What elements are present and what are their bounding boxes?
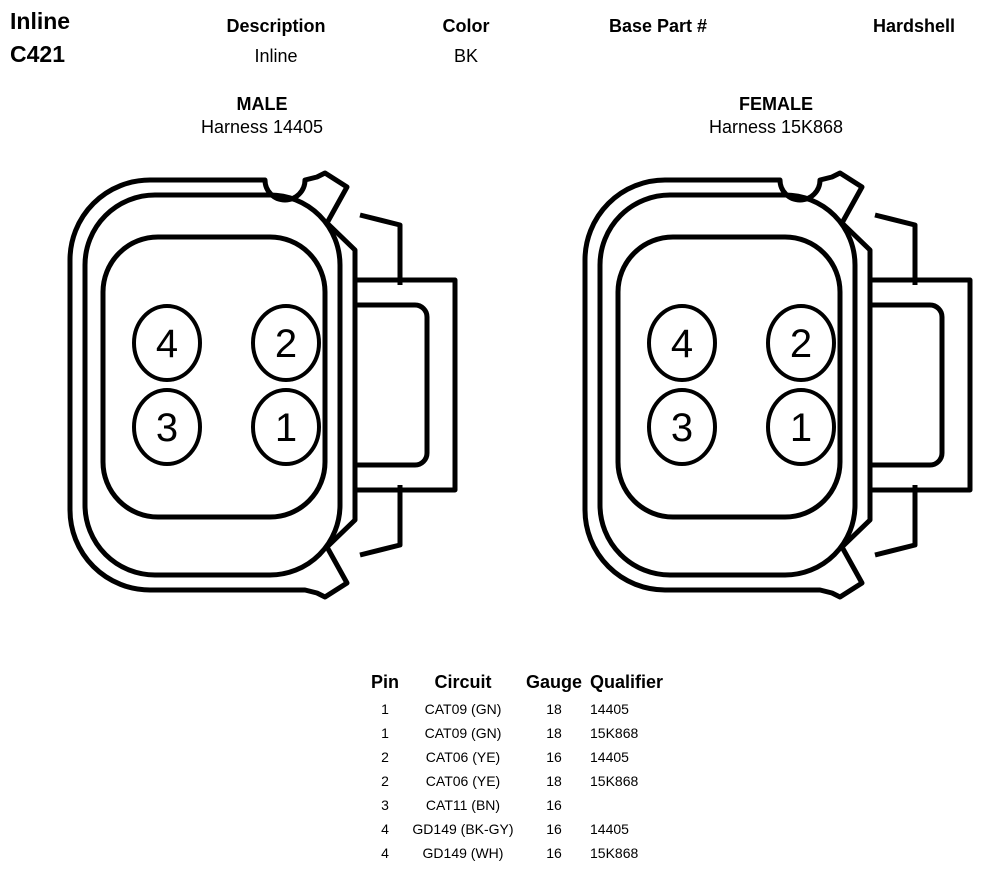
male-pin-4-label: 4 xyxy=(156,322,178,366)
connector-id: C421 xyxy=(10,41,65,67)
female-pin-3-label: 3 xyxy=(671,406,693,450)
gauge-cell: 18 xyxy=(546,701,562,717)
male-title: MALE xyxy=(236,94,288,114)
table-row: 2 CAT06 (YE) 16 14405 xyxy=(362,745,690,769)
female-pin-2 xyxy=(766,304,836,382)
table-row: 1 CAT09 (GN) 18 15K868 xyxy=(362,721,690,745)
circuit-cell: GD149 (WH) xyxy=(422,845,504,861)
pin-cell: 4 xyxy=(381,821,389,837)
latch xyxy=(870,277,973,493)
pin-cell: 1 xyxy=(381,725,389,741)
connector-type: Inline xyxy=(10,8,71,34)
table-row: 3 CAT11 (BN) 16 xyxy=(362,793,690,817)
gauge-cell: 16 xyxy=(546,845,562,861)
male-harness: Harness 14405 xyxy=(200,117,324,137)
table-row: 4 GD149 (WH) 16 15K868 xyxy=(362,841,690,865)
circuit-header: Circuit xyxy=(434,672,492,692)
latch xyxy=(355,277,458,493)
qualifier-cell: 15K868 xyxy=(590,773,639,789)
male-pin-4 xyxy=(132,304,202,382)
latch-tab-bottom xyxy=(359,485,403,558)
pin-header: Pin xyxy=(370,672,399,692)
pin-cell: 2 xyxy=(381,749,389,765)
male-pin-3 xyxy=(132,388,202,466)
base-part-label: Base Part # xyxy=(608,16,708,36)
latch-tab-top xyxy=(874,212,918,285)
gauge-cell: 16 xyxy=(546,821,562,837)
description-value: Inline xyxy=(254,46,298,66)
pin-cell: 2 xyxy=(381,773,389,789)
latch-inner xyxy=(355,302,430,468)
female-pin-2-label: 2 xyxy=(790,322,812,366)
qualifier-cell: 15K868 xyxy=(590,725,639,741)
male-pin-1 xyxy=(251,388,321,466)
circuit-cell: CAT11 (BN) xyxy=(425,797,501,813)
circuit-cell: CAT06 (YE) xyxy=(425,773,501,789)
circuit-cell: CAT09 (GN) xyxy=(424,725,502,741)
circuit-cell: CAT06 (YE) xyxy=(425,749,501,765)
female-harness: Harness 15K868 xyxy=(708,117,844,137)
inner-cavity xyxy=(100,234,328,520)
latch-tab-bottom xyxy=(874,485,918,558)
female-pin-4-label: 4 xyxy=(671,322,693,366)
qualifier-cell: 15K868 xyxy=(590,845,639,861)
female-pin-3 xyxy=(647,388,717,466)
qualifier-cell: 14405 xyxy=(590,749,629,765)
female-connector-face: 4 2 3 1 xyxy=(582,170,973,600)
pin-cell: 1 xyxy=(381,701,389,717)
circuit-cell: GD149 (BK-GY) xyxy=(412,821,514,837)
description-label: Description xyxy=(226,16,326,36)
qualifier-cell: 14405 xyxy=(590,701,629,717)
male-pin-3-label: 3 xyxy=(156,406,178,450)
gauge-header: Gauge xyxy=(525,672,582,692)
male-pin-1-label: 1 xyxy=(275,406,297,450)
female-title: FEMALE xyxy=(739,94,813,114)
table-row: 4 GD149 (BK-GY) 16 14405 xyxy=(362,817,690,841)
pin-table-header: Pin Circuit Gauge Qualifier xyxy=(362,672,690,697)
gauge-cell: 18 xyxy=(546,773,562,789)
female-pin-1 xyxy=(766,388,836,466)
circuit-cell: CAT09 (GN) xyxy=(424,701,502,717)
qualifier-header: Qualifier xyxy=(590,672,664,692)
latch-tab-top xyxy=(359,212,403,285)
middle-shell xyxy=(82,192,343,578)
male-pin-2-label: 2 xyxy=(275,322,297,366)
pin-table: Pin Circuit Gauge Qualifier 1 CAT09 (GN)… xyxy=(362,672,690,865)
gauge-cell: 16 xyxy=(546,749,562,765)
qualifier-cell xyxy=(590,793,690,817)
female-pin-4 xyxy=(647,304,717,382)
gauge-cell: 18 xyxy=(546,725,562,741)
gauge-cell: 16 xyxy=(546,797,562,813)
color-label: Color xyxy=(442,16,490,36)
middle-shell xyxy=(597,192,858,578)
hardshell-label: Hardshell xyxy=(872,16,956,36)
pin-cell: 3 xyxy=(381,797,389,813)
qualifier-cell: 14405 xyxy=(590,821,629,837)
inner-cavity xyxy=(615,234,843,520)
male-pin-2 xyxy=(251,304,321,382)
pin-cell: 4 xyxy=(381,845,389,861)
latch-inner xyxy=(870,302,945,468)
female-pin-1-label: 1 xyxy=(790,406,812,450)
color-value: BK xyxy=(453,46,478,66)
table-row: 2 CAT06 (YE) 18 15K868 xyxy=(362,769,690,793)
male-connector-face: 4 2 3 1 xyxy=(67,170,458,600)
table-row: 1 CAT09 (GN) 18 14405 xyxy=(362,697,690,721)
